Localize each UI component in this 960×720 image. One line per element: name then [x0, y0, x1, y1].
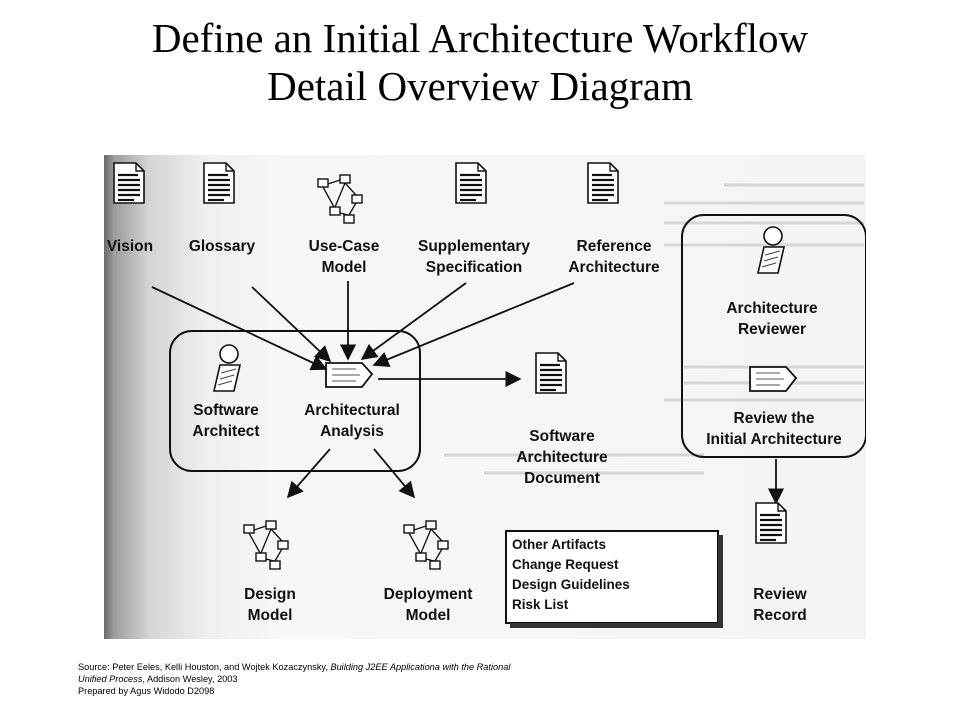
- architecture-reviewer-label-1: Architecture: [726, 300, 818, 317]
- software-architect-label-1: Software: [193, 402, 259, 419]
- other-artifacts-heading: Other Artifacts: [512, 537, 606, 552]
- workflow-diagram: Vision Glossary Use-Case Model Supplemen…: [104, 155, 866, 639]
- document-icon: [200, 161, 236, 211]
- use-case-model-label-2: Model: [322, 259, 367, 276]
- design-model-artifact: Design Model: [243, 520, 296, 624]
- glossary-label: Glossary: [189, 238, 256, 255]
- sad-label-1: Software: [529, 428, 595, 445]
- architecture-reviewer-lane: [681, 214, 866, 458]
- use-case-model-artifact: Use-Case Model: [309, 174, 380, 276]
- source-book-title-a: Building J2EE Applicationa with the Rati…: [330, 662, 511, 672]
- design-model-label-1: Design: [244, 586, 296, 603]
- source-line-2: Unified Process, Addison Wesley, 2003: [78, 673, 510, 685]
- source-prepared-by: Prepared by Agus Widodo D2098: [78, 686, 215, 696]
- model-icon: [403, 520, 449, 570]
- other-artifact-item: Change Request: [512, 557, 619, 572]
- review-initial-architecture-activity: Review the Initial Architecture: [706, 366, 842, 448]
- architectural-analysis-label-2: Analysis: [320, 423, 384, 440]
- deployment-model-label-2: Model: [406, 607, 451, 624]
- software-architect-label-2: Architect: [192, 423, 259, 440]
- other-artifacts-box: Other Artifacts Change Request Design Gu…: [505, 530, 723, 628]
- supplementary-label-1: Supplementary: [418, 238, 530, 255]
- activity-icon: [749, 366, 797, 392]
- architectural-analysis-activity: Architectural Analysis: [304, 362, 400, 440]
- reference-architecture-artifact: Reference Architecture: [568, 161, 660, 276]
- sad-label-2: Architecture: [516, 449, 608, 466]
- use-case-model-label-1: Use-Case: [309, 238, 380, 255]
- design-model-label-2: Model: [248, 607, 293, 624]
- title-line-2: Detail Overview Diagram: [267, 63, 693, 109]
- software-architecture-document-artifact: Software Architecture Document: [516, 351, 608, 487]
- source-prefix: Source: Peter Eeles, Kelli Houston, and …: [78, 662, 331, 672]
- reference-architecture-label-2: Architecture: [568, 259, 660, 276]
- worker-icon: [757, 226, 785, 274]
- model-icon: [243, 520, 289, 570]
- software-architect-role: Software Architect: [192, 344, 260, 440]
- deployment-model-artifact: Deployment Model: [384, 520, 473, 624]
- document-icon: [584, 161, 620, 211]
- architecture-reviewer-role: Architecture Reviewer: [726, 226, 818, 338]
- source-citation: Source: Peter Eeles, Kelli Houston, and …: [78, 661, 510, 697]
- document-icon: [452, 161, 488, 211]
- architecture-reviewer-label-2: Reviewer: [738, 321, 806, 338]
- source-line-1: Source: Peter Eeles, Kelli Houston, and …: [78, 661, 510, 673]
- sad-label-3: Document: [524, 470, 600, 487]
- vision-label: Vision: [107, 238, 153, 255]
- slide-title: Define an Initial Architecture Workflow …: [0, 14, 960, 110]
- model-icon: [317, 174, 363, 224]
- other-artifact-item: Risk List: [512, 597, 569, 612]
- software-architect-lane: [169, 330, 421, 472]
- supplementary-specification-artifact: Supplementary Specification: [418, 161, 530, 276]
- review-record-artifact: Review Record: [752, 501, 808, 624]
- supplementary-label-2: Specification: [426, 259, 522, 276]
- other-artifact-item: Design Guidelines: [512, 577, 630, 592]
- reference-architecture-label-1: Reference: [577, 238, 652, 255]
- vision-artifact: Vision: [107, 161, 153, 255]
- review-activity-label-1: Review the: [734, 410, 815, 427]
- glossary-artifact: Glossary: [189, 161, 256, 255]
- source-publisher: , Addison Wesley, 2003: [142, 674, 238, 684]
- worker-icon: [213, 344, 241, 392]
- source-book-title-b: Unified Process: [78, 674, 143, 684]
- review-activity-label-2: Initial Architecture: [706, 431, 842, 448]
- review-record-label-2: Record: [753, 607, 806, 624]
- deployment-model-label-1: Deployment: [384, 586, 473, 603]
- review-record-label-1: Review: [753, 586, 807, 603]
- document-icon: [110, 161, 146, 211]
- title-line-1: Define an Initial Architecture Workflow: [151, 15, 809, 61]
- activity-icon: [325, 362, 373, 388]
- document-icon: [532, 351, 568, 401]
- input-arrows: [151, 281, 575, 499]
- document-icon: [752, 501, 788, 551]
- architectural-analysis-label-1: Architectural: [304, 402, 400, 419]
